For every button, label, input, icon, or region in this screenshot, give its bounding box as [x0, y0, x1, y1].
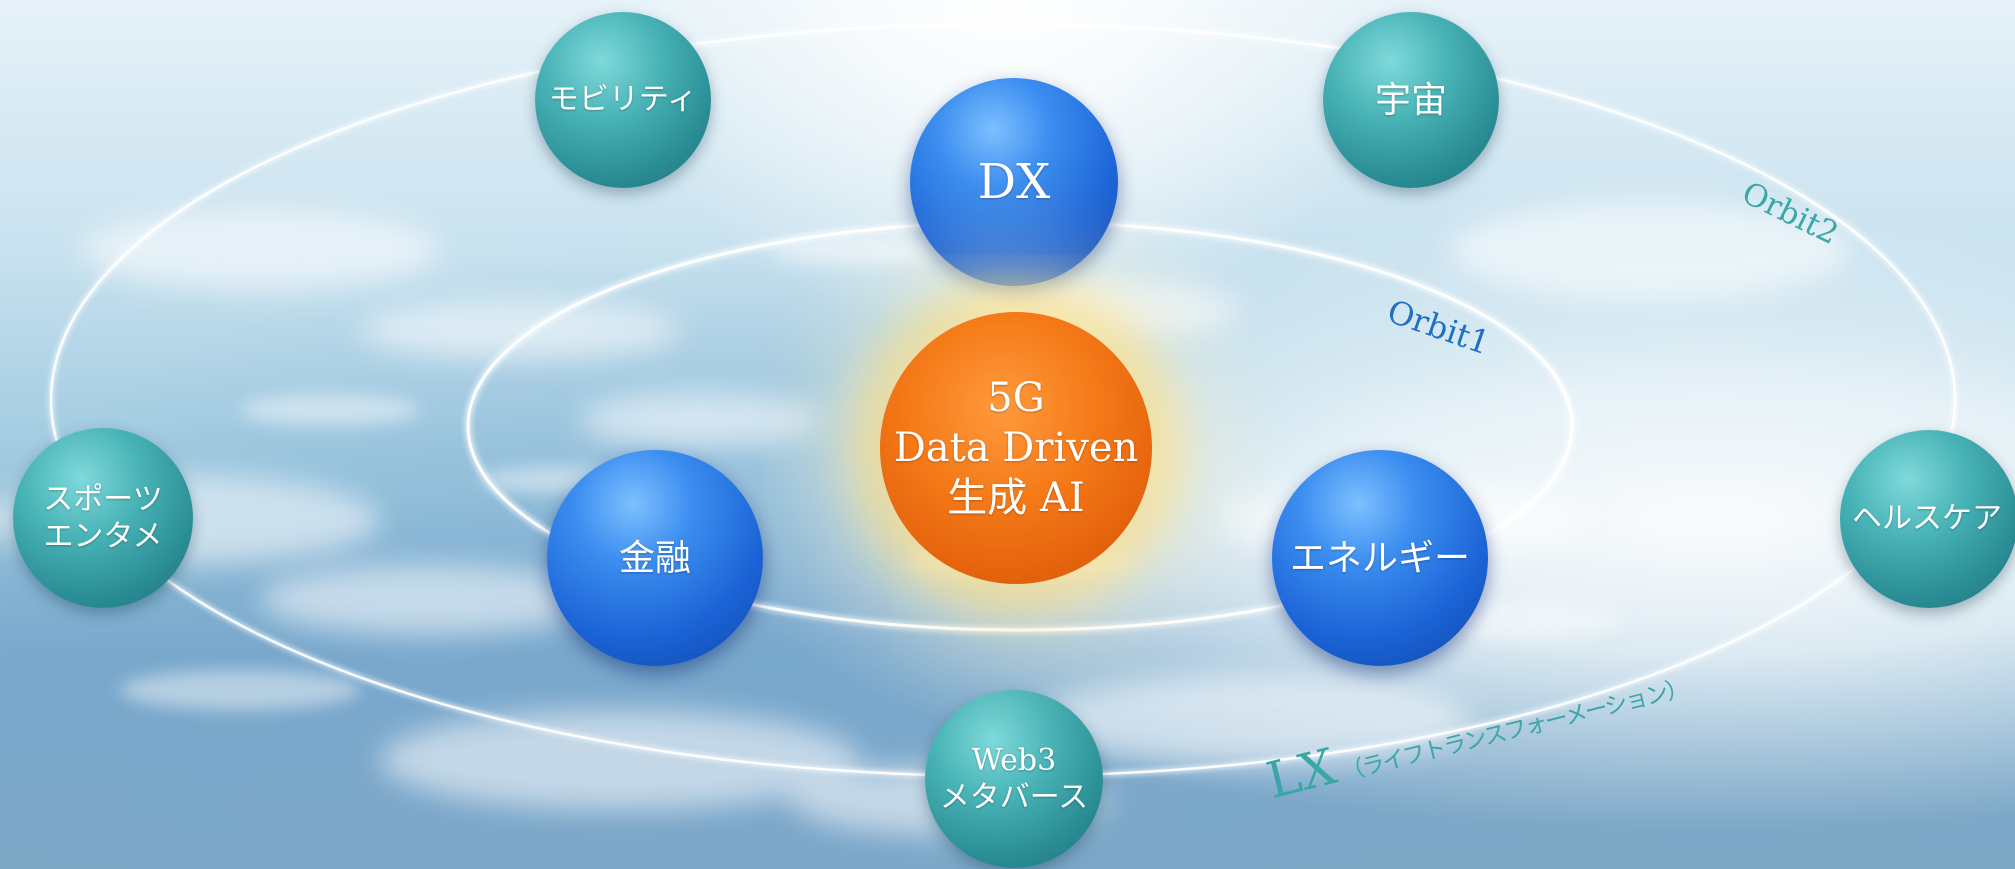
- node-space-label: 宇宙: [1374, 79, 1447, 121]
- node-dx: DX: [910, 78, 1118, 286]
- core-label-line2: Data Driven: [893, 425, 1139, 471]
- node-healthcare: ヘルスケア: [1840, 430, 2015, 608]
- node-finance: 金融: [547, 450, 763, 666]
- node-sports-label-line1: スポーツ: [43, 481, 163, 517]
- node-sports-entertainment: スポーツ エンタメ: [13, 428, 193, 608]
- node-energy-label: エネルギー: [1289, 537, 1470, 579]
- node-sports-label-line2: エンタメ: [43, 519, 163, 554]
- node-dx-label: DX: [977, 154, 1051, 210]
- node-web3-metaverse: Web3 メタバース: [925, 690, 1103, 868]
- node-mobility: モビリティ: [535, 12, 711, 188]
- node-space: 宇宙: [1323, 12, 1499, 188]
- node-mobility-label: モビリティ: [548, 82, 698, 118]
- node-web3-label-line1: Web3: [971, 742, 1057, 778]
- core-label-line3: 生成 AI: [947, 475, 1085, 521]
- core-label-line1: 5G: [987, 375, 1045, 421]
- node-web3-label-line2: メタバース: [939, 780, 1089, 815]
- node-healthcare-label: ヘルスケア: [1852, 501, 2002, 537]
- core-node: 5G Data Driven 生成 AI: [880, 312, 1152, 584]
- node-finance-label: 金融: [618, 537, 691, 579]
- node-energy: エネルギー: [1272, 450, 1488, 666]
